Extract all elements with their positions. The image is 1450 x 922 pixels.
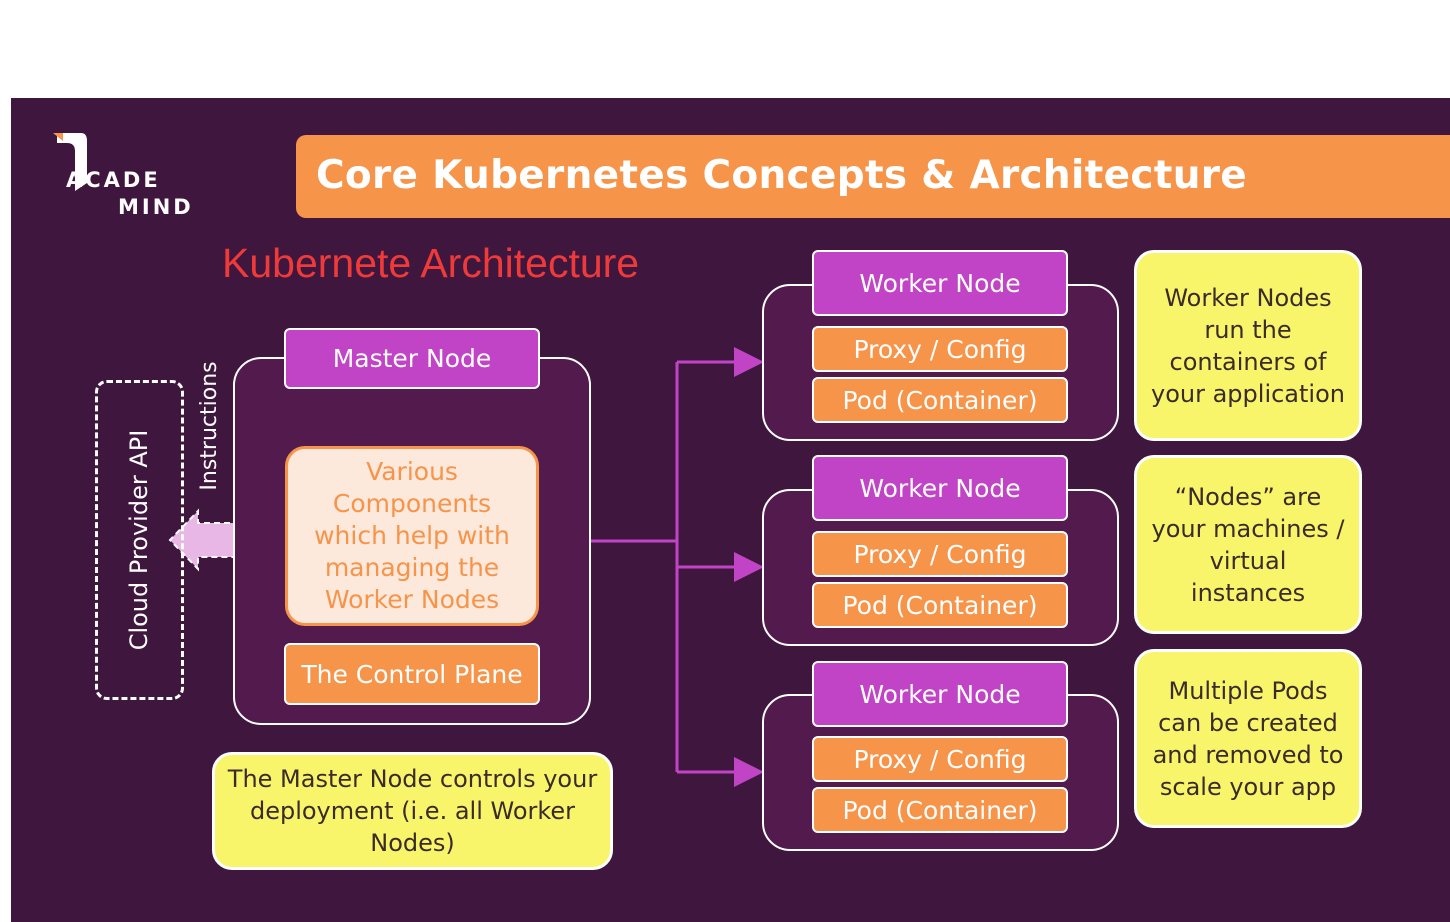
page-title: Core Kubernetes Concepts & Architecture <box>316 153 1248 198</box>
master-note-text: The Master Node controls your deployment… <box>227 765 598 857</box>
proxy-config-box-3: Proxy / Config <box>812 736 1068 782</box>
logo-text: ACADE MIND <box>66 167 194 221</box>
proxy-config-label-2: Proxy / Config <box>853 539 1027 569</box>
worker-node-header-2: Worker Node <box>812 455 1068 521</box>
nodes-note: “Nodes” are your machines / virtual inst… <box>1134 455 1362 634</box>
worker-nodes-note: Worker Nodes run the containers of your … <box>1134 250 1362 441</box>
worker-node-header-3: Worker Node <box>812 661 1068 727</box>
pods-note: Multiple Pods can be created and removed… <box>1134 649 1362 828</box>
master-components-label: Various Components which help with manag… <box>314 457 510 614</box>
pod-container-label-1: Pod (Container) <box>842 385 1038 415</box>
master-node-header-label: Master Node <box>332 344 492 373</box>
master-components-box: Various Components which help with manag… <box>285 446 539 626</box>
logo-line-1: ACADE <box>66 168 161 192</box>
master-node-header: Master Node <box>284 328 540 389</box>
worker-node-header-1: Worker Node <box>812 250 1068 316</box>
worker-node-header-label-2: Worker Node <box>859 473 1021 503</box>
proxy-config-box-1: Proxy / Config <box>812 326 1068 372</box>
pod-container-box-3: Pod (Container) <box>812 787 1068 833</box>
proxy-config-label-1: Proxy / Config <box>853 334 1027 364</box>
proxy-config-box-2: Proxy / Config <box>812 531 1068 577</box>
logo-line-2: MIND <box>118 195 194 219</box>
pod-container-box-2: Pod (Container) <box>812 582 1068 628</box>
cloud-provider-api-label: Cloud Provider API <box>125 429 153 651</box>
cloud-provider-api-box <box>95 380 184 700</box>
control-plane-label: The Control Plane <box>301 659 523 689</box>
instructions-label: Instructions <box>197 361 222 491</box>
master-note: The Master Node controls your deployment… <box>212 752 613 870</box>
pods-note-text: Multiple Pods can be created and removed… <box>1152 676 1344 801</box>
nodes-note-text: “Nodes” are your machines / virtual inst… <box>1151 482 1345 607</box>
control-plane-box: The Control Plane <box>284 643 540 705</box>
pod-container-box-1: Pod (Container) <box>812 377 1068 423</box>
academind-logo-icon <box>53 133 87 191</box>
diagram-heading: Kubernete Architecture <box>222 240 640 286</box>
proxy-config-label-3: Proxy / Config <box>853 744 1027 774</box>
worker-node-header-label-3: Worker Node <box>859 679 1021 709</box>
left-arrow-icon <box>168 508 251 572</box>
pod-container-label-3: Pod (Container) <box>842 795 1038 825</box>
worker-nodes-note-text: Worker Nodes run the containers of your … <box>1151 283 1345 408</box>
pod-container-label-2: Pod (Container) <box>842 590 1038 620</box>
title-bar <box>296 135 1450 218</box>
worker-node-header-label-1: Worker Node <box>859 268 1021 298</box>
